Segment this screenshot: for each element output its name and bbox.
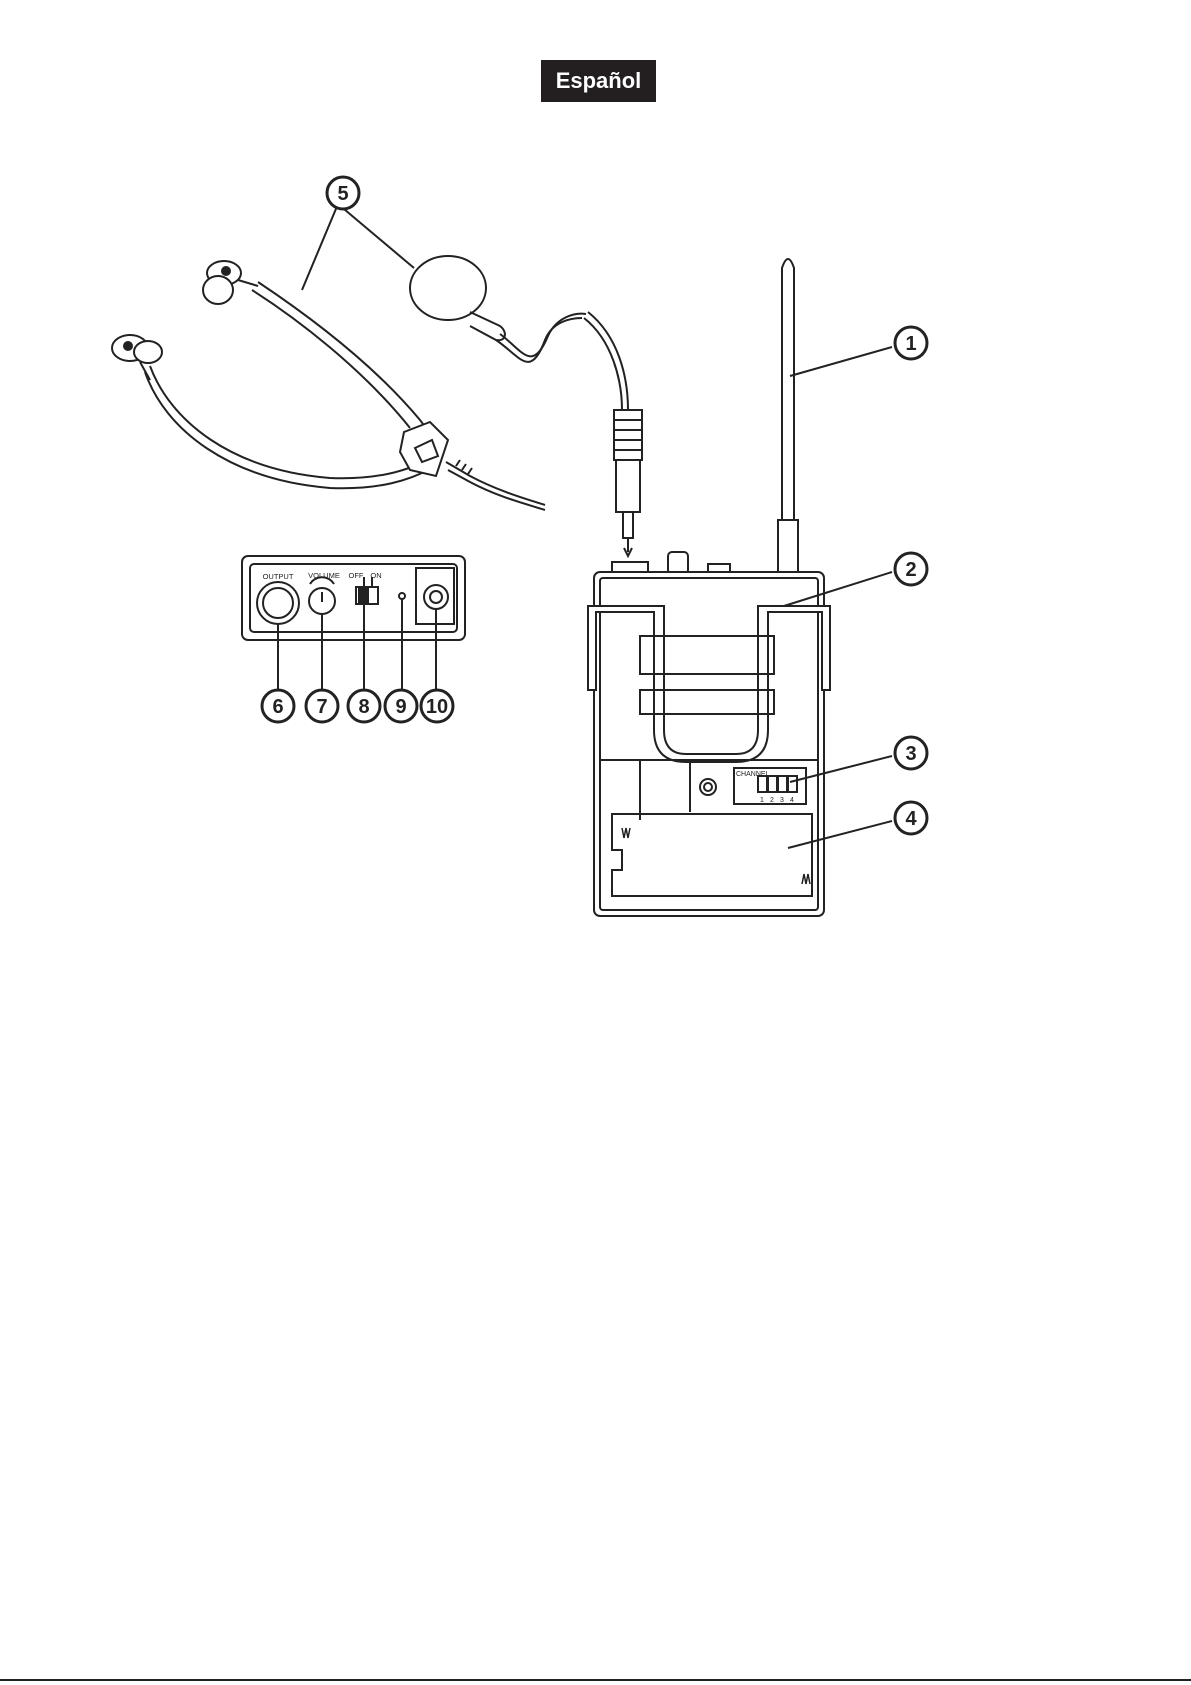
svg-text:10: 10 (426, 696, 448, 718)
volume-label: VOLUME (308, 571, 340, 580)
svg-text:7: 7 (316, 696, 327, 718)
output-label: OUTPUT (263, 572, 294, 581)
channel-pos-1: 1 (760, 797, 764, 804)
off-label: OFF (349, 571, 364, 580)
callout-5: 5 (327, 177, 359, 209)
callout-6: 6 (262, 690, 294, 722)
svg-text:6: 6 (272, 696, 283, 718)
svg-text:8: 8 (358, 696, 369, 718)
on-label: ON (370, 571, 381, 580)
channel-pos-3: 3 (780, 797, 784, 804)
svg-text:1: 1 (905, 333, 916, 355)
earpiece-illustration (410, 256, 628, 410)
callout-3: 3 (895, 737, 927, 769)
antenna (782, 259, 794, 520)
callout-8: 8 (348, 690, 380, 722)
svg-text:2: 2 (905, 559, 916, 581)
callout-9: 9 (385, 690, 417, 722)
svg-text:4: 4 (905, 808, 917, 830)
callout-4: 4 (895, 802, 927, 834)
channel-label: CHANNEL (736, 771, 770, 778)
channel-pos-4: 4 (790, 797, 794, 804)
svg-text:5: 5 (337, 183, 348, 205)
callout-7: 7 (306, 690, 338, 722)
callout-2: 2 (895, 553, 927, 585)
channel-pos-2: 2 (770, 797, 774, 804)
receiver-illustration (588, 259, 830, 916)
led-indicator (399, 593, 405, 599)
callout-1: 1 (895, 327, 927, 359)
callout-10: 10 (421, 690, 453, 722)
jack-plug-illustration (614, 410, 642, 556)
svg-text:9: 9 (395, 696, 406, 718)
svg-text:3: 3 (905, 743, 916, 765)
